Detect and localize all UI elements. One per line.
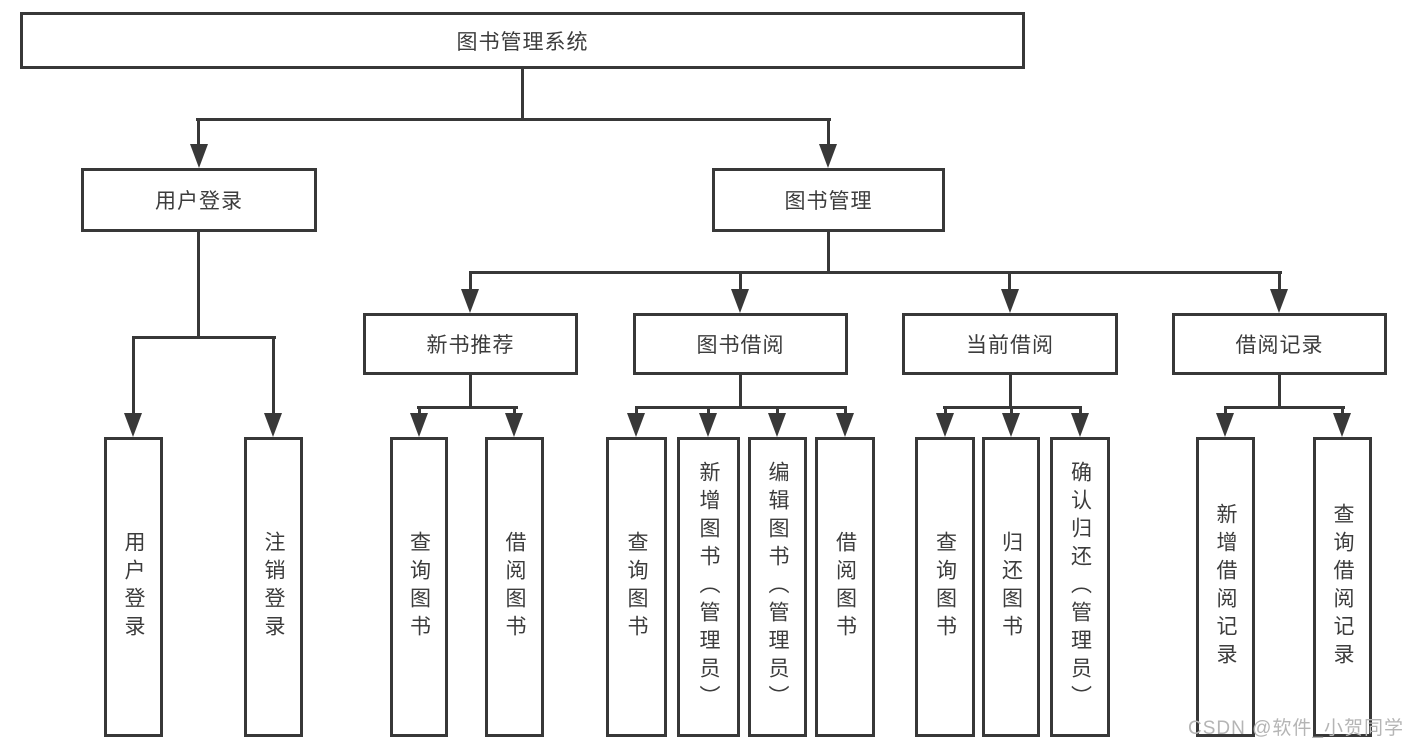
connector-user-login-hline <box>132 336 276 339</box>
leaf-label: 借阅图书 <box>833 531 857 643</box>
arrow-down-icon <box>1071 413 1089 437</box>
connector-leaf-drop <box>776 406 779 416</box>
leaf-add-borrow-record: 新增借阅记录 <box>1196 437 1255 737</box>
connector-leaf-drop <box>1010 406 1013 416</box>
arrow-down-icon <box>936 413 954 437</box>
connector-level3-drop <box>1008 274 1011 290</box>
connector-user-login-drop <box>197 118 200 147</box>
connector-book-mgmt-stem <box>827 232 830 273</box>
leaf-label: 新增图书（管理员） <box>697 461 720 713</box>
node-label: 当前借阅 <box>966 334 1054 357</box>
connector-leaf-drop <box>1079 406 1082 416</box>
arrow-down-icon <box>1002 413 1020 437</box>
connector-borrowing-hline <box>635 406 846 409</box>
node-borrowing-records: 借阅记录 <box>1172 313 1387 375</box>
connector-current-stem <box>1009 375 1012 409</box>
leaf-logout: 注销登录 <box>244 437 303 737</box>
node-label: 借阅记录 <box>1235 334 1324 357</box>
arrow-down-icon <box>264 413 282 437</box>
leaf-label: 确认归还（管理员） <box>1068 461 1092 713</box>
connector-leaf-drop <box>844 406 847 416</box>
connector-user-login-stem <box>197 232 200 338</box>
connector-newbooks-stem <box>469 375 472 409</box>
connector-root-trunk <box>521 69 524 120</box>
leaf-label: 查询图书 <box>407 531 431 643</box>
node-label: 图书管理 <box>784 190 873 213</box>
arrow-down-icon <box>190 144 208 168</box>
leaf-user-login: 用户登录 <box>104 437 163 737</box>
node-label: 图书管理系统 <box>456 30 589 54</box>
connector-level3-drop <box>469 274 472 290</box>
leaf-return-books: 归还图书 <box>982 437 1040 737</box>
node-current-borrowing: 当前借阅 <box>902 313 1118 375</box>
connector-records-hline <box>1224 406 1345 409</box>
connector-records-stem <box>1278 375 1281 409</box>
leaf-borrow-books: 借阅图书 <box>815 437 875 737</box>
arrow-down-icon <box>410 413 428 437</box>
leaf-label: 查询图书 <box>933 531 957 643</box>
arrow-down-icon <box>1001 289 1019 313</box>
leaf-borrow-books: 借阅图书 <box>485 437 544 737</box>
leaf-label: 用户登录 <box>122 531 145 643</box>
arrow-down-icon <box>768 413 786 437</box>
arrow-down-icon <box>731 289 749 313</box>
connector-leaf-drop <box>635 406 638 416</box>
leaf-confirm-return-admin: 确认归还（管理员） <box>1050 437 1110 737</box>
arrow-down-icon <box>505 413 523 437</box>
connector-level3-drop <box>1278 274 1281 290</box>
node-label: 用户登录 <box>155 190 243 213</box>
leaf-label: 新增借阅记录 <box>1214 503 1237 671</box>
arrow-down-icon <box>627 413 645 437</box>
arrow-down-icon <box>836 413 854 437</box>
node-label: 新书推荐 <box>426 334 515 357</box>
connector-leaf-drop <box>707 406 710 416</box>
arrow-down-icon <box>1333 413 1351 437</box>
node-label: 图书借阅 <box>696 334 785 357</box>
leaf-add-book-admin: 新增图书（管理员） <box>677 437 740 737</box>
connector-level3-hline <box>469 271 1282 274</box>
leaf-label: 注销登录 <box>262 531 285 643</box>
arrow-down-icon <box>699 413 717 437</box>
leaf-label: 查询借阅记录 <box>1331 503 1354 671</box>
connector-borrowing-stem <box>739 375 742 409</box>
leaf-label: 编辑图书（管理员） <box>766 461 789 713</box>
arrow-down-icon <box>1270 289 1288 313</box>
leaf-label: 归还图书 <box>999 531 1023 643</box>
leaf-query-borrow-record: 查询借阅记录 <box>1313 437 1372 737</box>
connector-level3-drop <box>739 274 742 290</box>
arrow-down-icon <box>1216 413 1234 437</box>
node-book-borrowing: 图书借阅 <box>633 313 848 375</box>
leaf-query-books: 查询图书 <box>915 437 975 737</box>
connector-leaf-drop <box>418 406 421 416</box>
connector-leaf-drop <box>1224 406 1227 416</box>
connector-book-mgmt-drop <box>827 118 830 147</box>
leaf-label: 查询图书 <box>625 531 648 643</box>
connector-leaf-drop <box>513 406 516 416</box>
connector-level2-hline <box>196 118 831 121</box>
connector-leaf-drop <box>944 406 947 416</box>
connector-newbooks-hline <box>417 406 518 409</box>
arrow-down-icon <box>461 289 479 313</box>
connector-leaf-drop <box>272 339 275 414</box>
connector-leaf-drop <box>132 339 135 414</box>
leaf-query-books: 查询图书 <box>390 437 448 737</box>
arrow-down-icon <box>124 413 142 437</box>
leaf-edit-book-admin: 编辑图书（管理员） <box>748 437 807 737</box>
connector-leaf-drop <box>1341 406 1344 416</box>
arrow-down-icon <box>819 144 837 168</box>
watermark: CSDN @软件_小贺同学 <box>1188 718 1404 739</box>
node-book-management: 图书管理 <box>712 168 945 232</box>
node-library-management-system: 图书管理系统 <box>20 12 1025 69</box>
node-user-login: 用户登录 <box>81 168 317 232</box>
leaf-label: 借阅图书 <box>503 531 526 643</box>
node-new-book-recommendation: 新书推荐 <box>363 313 578 375</box>
leaf-query-books: 查询图书 <box>606 437 667 737</box>
